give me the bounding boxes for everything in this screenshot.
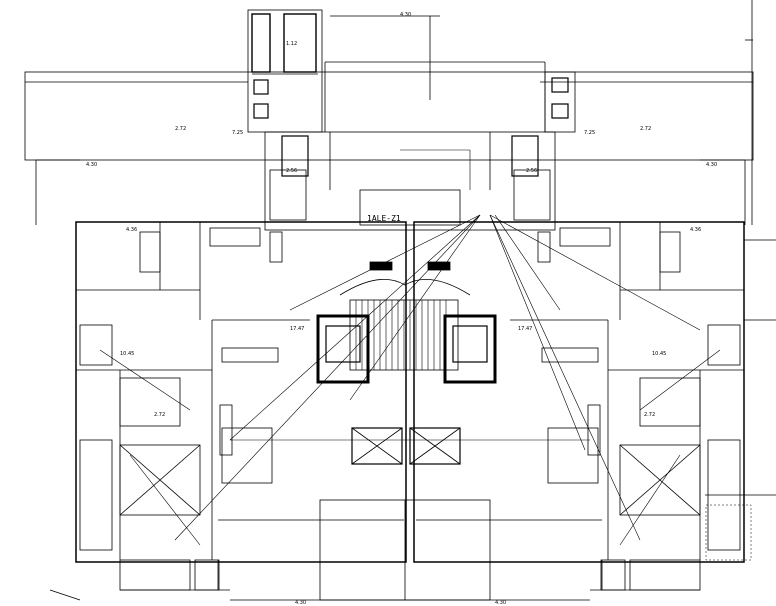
roof-band — [24, 71, 754, 161]
left-roof-dim: 2.72 — [175, 126, 186, 132]
right-roof-dim: 2.72 — [640, 126, 651, 132]
right-stair-dim: 2.56 — [526, 168, 537, 174]
left-outer-dim: 4.30 — [86, 162, 97, 168]
elevator-left — [316, 314, 370, 384]
right-kitchen-dim: 2.72 — [644, 412, 655, 418]
bottom-left-dim: 4.30 — [295, 600, 306, 606]
left-mid-dim: 7.25 — [232, 130, 243, 136]
right-outer-dim: 4.30 — [706, 162, 717, 168]
level-top-label: 4.30 — [400, 12, 411, 18]
left-bath-dim: 10.45 — [120, 351, 134, 357]
left-kitchen-dim: 2.72 — [154, 412, 165, 418]
shaft-dim-label: 1.12 — [286, 41, 297, 47]
left-room-dim: 4.36 — [126, 227, 137, 233]
right-mid-dim: 7.25 — [584, 130, 595, 136]
left-hall-dim: 17.47 — [290, 326, 304, 332]
panel-id-label: 1ALE-Z1 — [367, 214, 401, 223]
left-stair-dim: 2.56 — [286, 168, 297, 174]
right-unit — [413, 221, 745, 563]
core-area — [264, 131, 556, 231]
bottom-right-dim: 4.30 — [495, 600, 506, 606]
right-hall-dim: 17.47 — [518, 326, 532, 332]
left-unit — [75, 221, 407, 563]
right-room-dim: 4.36 — [690, 227, 701, 233]
right-bath-dim: 10.45 — [652, 351, 666, 357]
elevator-right — [443, 314, 497, 384]
